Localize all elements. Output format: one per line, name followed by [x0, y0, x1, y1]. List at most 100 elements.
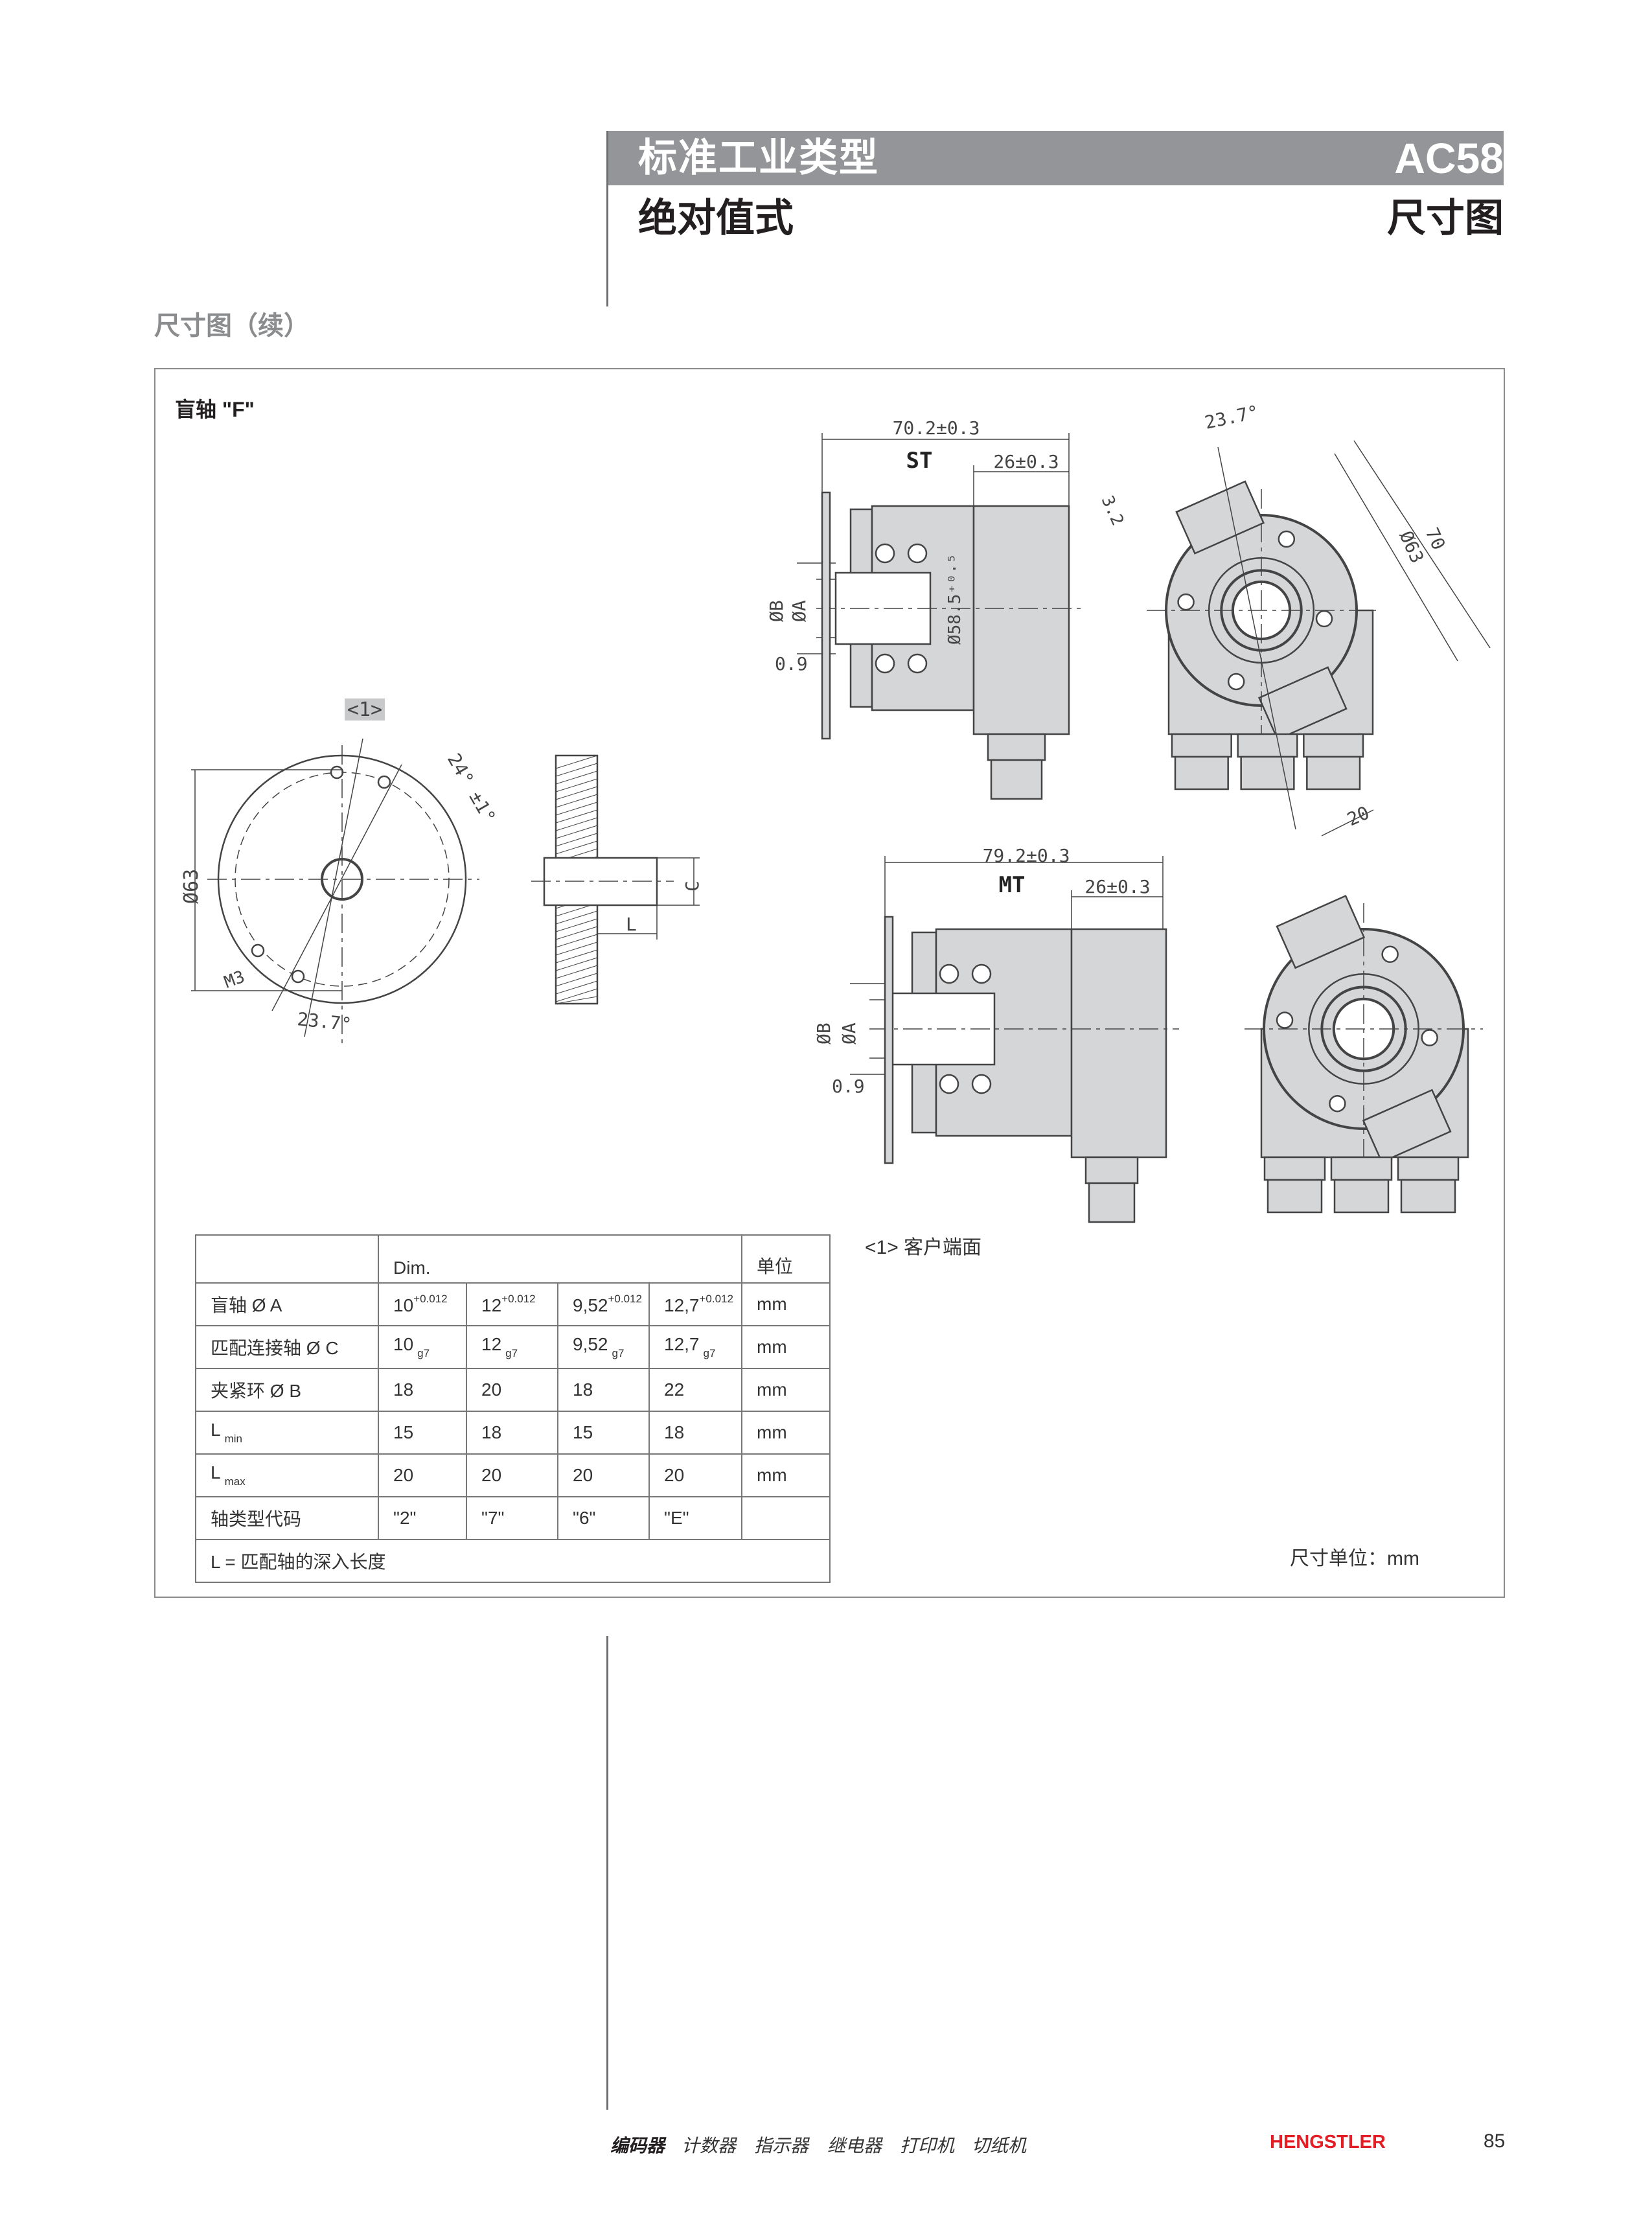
mt-rear-length: 26±0.3 — [1084, 876, 1150, 897]
connector-base — [1397, 1156, 1460, 1181]
cell-value: 22 — [664, 1379, 685, 1400]
cell-value: 20 — [481, 1465, 502, 1485]
cell-tolerance: +0.012 — [608, 1293, 642, 1305]
footer-nav-item[interactable]: 计数器 — [682, 2136, 737, 2156]
mt-dia-b: ØB — [813, 1022, 834, 1044]
table-cell: 15 — [557, 1411, 650, 1455]
hatch-line — [555, 778, 598, 792]
mt-gap: 0.9 — [832, 1076, 865, 1097]
table-cell: 18 — [648, 1411, 742, 1455]
hatch-line — [555, 949, 598, 963]
footer-nav-item[interactable]: 打印机 — [900, 2136, 955, 2156]
cell-fit: g7 — [417, 1347, 430, 1359]
hatch-line — [555, 833, 598, 847]
row-label-sub: min — [224, 1433, 242, 1445]
cell-value: 12 — [481, 1295, 502, 1315]
dimension-line-dia63 — [1334, 453, 1458, 662]
row-label: 轴类型代码 — [195, 1496, 379, 1540]
row-label-text: L — [211, 1420, 221, 1440]
table-cell: 18 — [466, 1411, 558, 1455]
cable-gland — [1400, 1179, 1456, 1214]
footer-nav-item[interactable]: 指示器 — [754, 2136, 809, 2156]
st-gap: 0.9 — [775, 653, 808, 675]
table-cell: 22 — [648, 1368, 742, 1412]
cable-gland — [1267, 1179, 1323, 1214]
bearing-ball — [907, 543, 928, 564]
row-unit: mm — [741, 1453, 831, 1497]
table-cell: 12+0.012 — [466, 1282, 558, 1326]
dimension-line-70 — [1353, 440, 1491, 649]
row-label-text: L — [211, 1462, 221, 1483]
cable-gland — [1174, 756, 1229, 790]
cable-gland — [1306, 756, 1361, 790]
customer-thread: M3 — [222, 967, 247, 993]
page-number: 85 — [1484, 2130, 1506, 2152]
mounting-slot-tab — [1175, 480, 1265, 555]
footer-nav-item[interactable]: 切纸机 — [972, 2136, 1027, 2156]
m3-hole — [251, 943, 265, 958]
customer-face-note: <1> 客户端面 — [865, 1237, 982, 1258]
cell-fit: g7 — [703, 1347, 716, 1359]
st-variant-label: ST — [906, 448, 933, 474]
connector-base — [1237, 733, 1298, 758]
st-body-diameter: Ø58.5⁺⁰·⁵ — [945, 553, 965, 645]
footer-nav-item[interactable]: 继电器 — [827, 2136, 882, 2156]
footer-nav-item[interactable]: 编码器 — [610, 2136, 665, 2156]
cell-tolerance: +0.012 — [699, 1293, 733, 1305]
drawing-panel — [154, 368, 1505, 1598]
customer-angle-top: 24° ±1° — [443, 750, 500, 827]
st-dia-b: ØB — [766, 600, 787, 622]
row-label-text: 轴类型代码 — [211, 1509, 302, 1529]
shaft-length-l: L — [626, 914, 637, 935]
st-dia-a: ØA — [788, 600, 810, 622]
table-cell: 18 — [557, 1368, 650, 1412]
mt-overall-length: 79.2±0.3 — [983, 845, 1070, 866]
table-cell: 20 — [648, 1453, 742, 1497]
hatch-line — [555, 973, 598, 987]
row-label-text: 匹配连接轴 Ø C — [211, 1338, 339, 1358]
bearing-ball — [939, 1074, 959, 1094]
hatch-line — [555, 817, 598, 831]
mounting-bracket-plate — [821, 491, 831, 740]
row-unit: mm — [741, 1411, 831, 1455]
cell-value: 15 — [393, 1422, 414, 1442]
bearing-ball — [875, 543, 895, 564]
mt-dia-a: ØA — [838, 1022, 860, 1044]
table-cell: "2" — [378, 1496, 467, 1540]
hatch-line — [555, 802, 598, 816]
brand-logo: HENGSTLER — [1270, 2132, 1386, 2152]
cell-value: 12,7 — [664, 1295, 700, 1315]
hatch-line — [555, 910, 598, 925]
cell-value: 15 — [573, 1422, 593, 1442]
customer-tag-bg — [345, 698, 385, 721]
mounting-slot-tab — [1362, 1089, 1452, 1164]
table-header-row: Dim. 单位 — [195, 1234, 831, 1284]
cell-value: 10 — [393, 1295, 414, 1315]
cell-value: "7" — [481, 1508, 505, 1528]
hatch-line — [555, 965, 598, 979]
product-category: 标准工业类型 — [638, 136, 879, 179]
bearing-ball — [971, 963, 992, 984]
cell-value: 10 — [393, 1334, 414, 1354]
hatch-line — [555, 934, 598, 948]
row-unit: mm — [741, 1282, 831, 1326]
cable-gland — [990, 759, 1043, 800]
cable-gland — [1240, 756, 1295, 790]
dim-header: Dim. — [378, 1234, 742, 1284]
table-cell: "6" — [557, 1496, 650, 1540]
connector-base — [1171, 733, 1232, 758]
cell-value: 9,52 — [573, 1334, 608, 1354]
st-front-offset: 3.2 — [1097, 493, 1128, 529]
cell-value: "6" — [573, 1508, 596, 1528]
table-corner — [195, 1234, 379, 1284]
connector-base — [1303, 733, 1364, 758]
cell-value: 12 — [481, 1334, 502, 1354]
cable-gland — [1333, 1179, 1390, 1214]
screw-icon — [1278, 530, 1296, 548]
